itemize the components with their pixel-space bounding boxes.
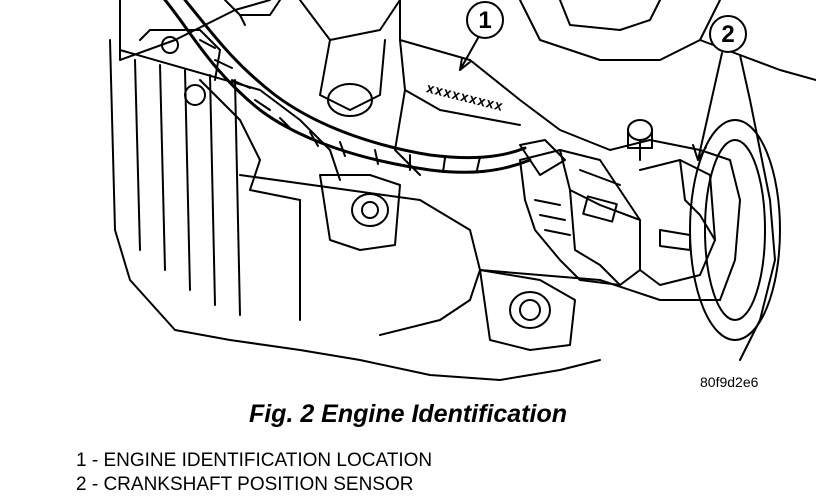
- callout-1-number: 1: [478, 7, 491, 34]
- callout-legend: 1 - ENGINE IDENTIFICATION LOCATION 2 - C…: [76, 449, 432, 497]
- figure-code: 80f9d2e6: [700, 374, 759, 390]
- callout-2-number: 2: [721, 21, 734, 48]
- figure-caption: Fig. 2 Engine Identification: [248, 400, 568, 428]
- wiring-harness: [163, 0, 566, 176]
- mount-boss: [319, 174, 576, 351]
- callout-1: 1: [459, 1, 504, 71]
- legend-item-2: 2 - CRANKSHAFT POSITION SENSOR: [76, 474, 414, 495]
- engine-block: [119, 0, 816, 361]
- oil-pan: [109, 29, 721, 381]
- sensor-connector: [519, 149, 641, 286]
- engine-illustration: xxxxxxxxx 1 2 80f9d2e6: [109, 0, 816, 390]
- legend-item-1: 1 - ENGINE IDENTIFICATION LOCATION: [76, 450, 433, 471]
- crankshaft-position-sensor: [627, 119, 716, 286]
- callout-2: 2: [692, 15, 747, 161]
